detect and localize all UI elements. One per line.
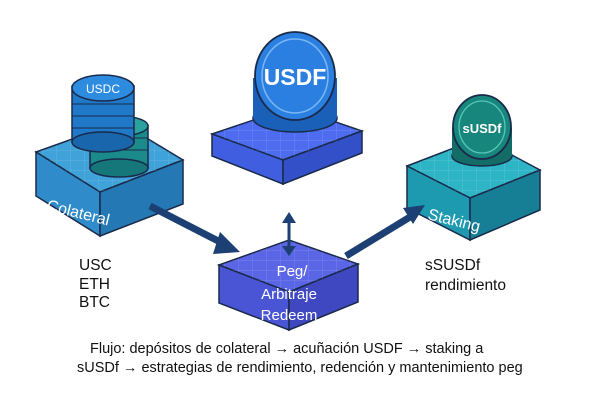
- susdf-coin: sUSDf: [451, 94, 513, 167]
- usdf-coin: USDF: [252, 31, 338, 133]
- staking-output-yield: rendimiento: [425, 277, 506, 294]
- peg-label-line1: Peg/: [277, 263, 309, 280]
- arrow-collateral-to-peg: [148, 202, 240, 254]
- asset-eth: ETH: [79, 275, 110, 293]
- caption-line-2: sUSDf → estrategias de rendimiento, rede…: [77, 359, 523, 376]
- usdf-coin-label: USDF: [264, 64, 327, 90]
- usdc-coin-label: USDC: [86, 82, 120, 96]
- staking-output-token: sSUSDf: [425, 257, 481, 274]
- susdf-coin-label: sUSDf: [462, 121, 502, 136]
- flow-caption: Flujo: depósitos de colateral → acuñació…: [30, 340, 590, 377]
- asset-btc: BTC: [79, 294, 110, 311]
- peg-label-line2: Arbitraje: [261, 286, 317, 303]
- collateral-asset-list: USC ETH BTC: [79, 257, 139, 313]
- caption-line-1: Flujo: depósitos de colateral → acuñació…: [90, 341, 484, 357]
- staking-output: sSUSDf rendimiento: [425, 256, 545, 296]
- peg-block: Peg/ Arbitraje Redeem: [216, 239, 361, 332]
- arrow-usdf-peg-bidirectional: [282, 212, 296, 256]
- asset-usc: USC: [79, 257, 112, 274]
- collateral-coin-stack: USDC: [71, 74, 149, 178]
- arrow-peg-to-staking: [344, 205, 425, 259]
- peg-label-line3: Redeem: [261, 307, 318, 324]
